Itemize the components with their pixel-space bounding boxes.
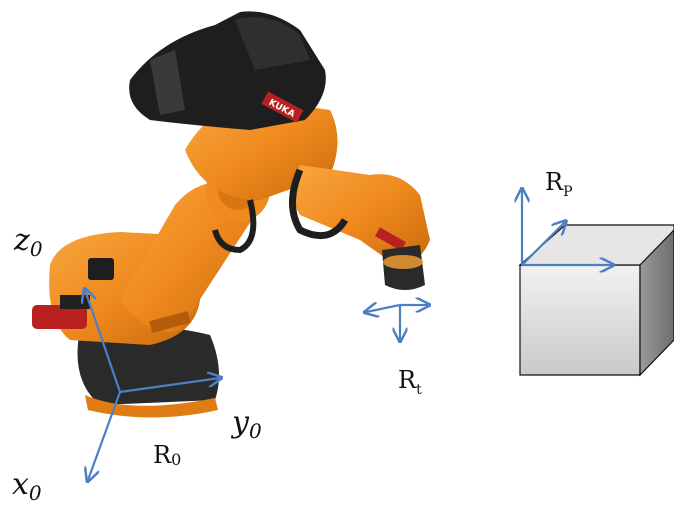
z0-axis-label: z0 [13,223,43,261]
z0-axis-arrow [85,290,122,393]
part-x-arrow [521,222,565,266]
robot-lower-arm [120,182,255,332]
x0-axis-label: x0 [12,467,42,505]
tool-frame-axes [366,305,428,340]
tool-x-arrow [366,305,401,312]
base-frame-axes [85,290,220,480]
workpiece-box [518,224,674,377]
tool-frame-label: Rt [398,366,422,398]
y0-axis-label: y0 [230,405,262,443]
part-frame-label: RP [545,168,573,200]
robot-base [77,326,219,405]
y0-axis-arrow [119,378,220,394]
part-frame-axes [522,190,612,265]
x0-axis-arrow [88,391,122,480]
robot-red-light [32,305,87,329]
robot-arm: KUKA [32,11,430,418]
base-frame-label: R0 [153,441,181,469]
